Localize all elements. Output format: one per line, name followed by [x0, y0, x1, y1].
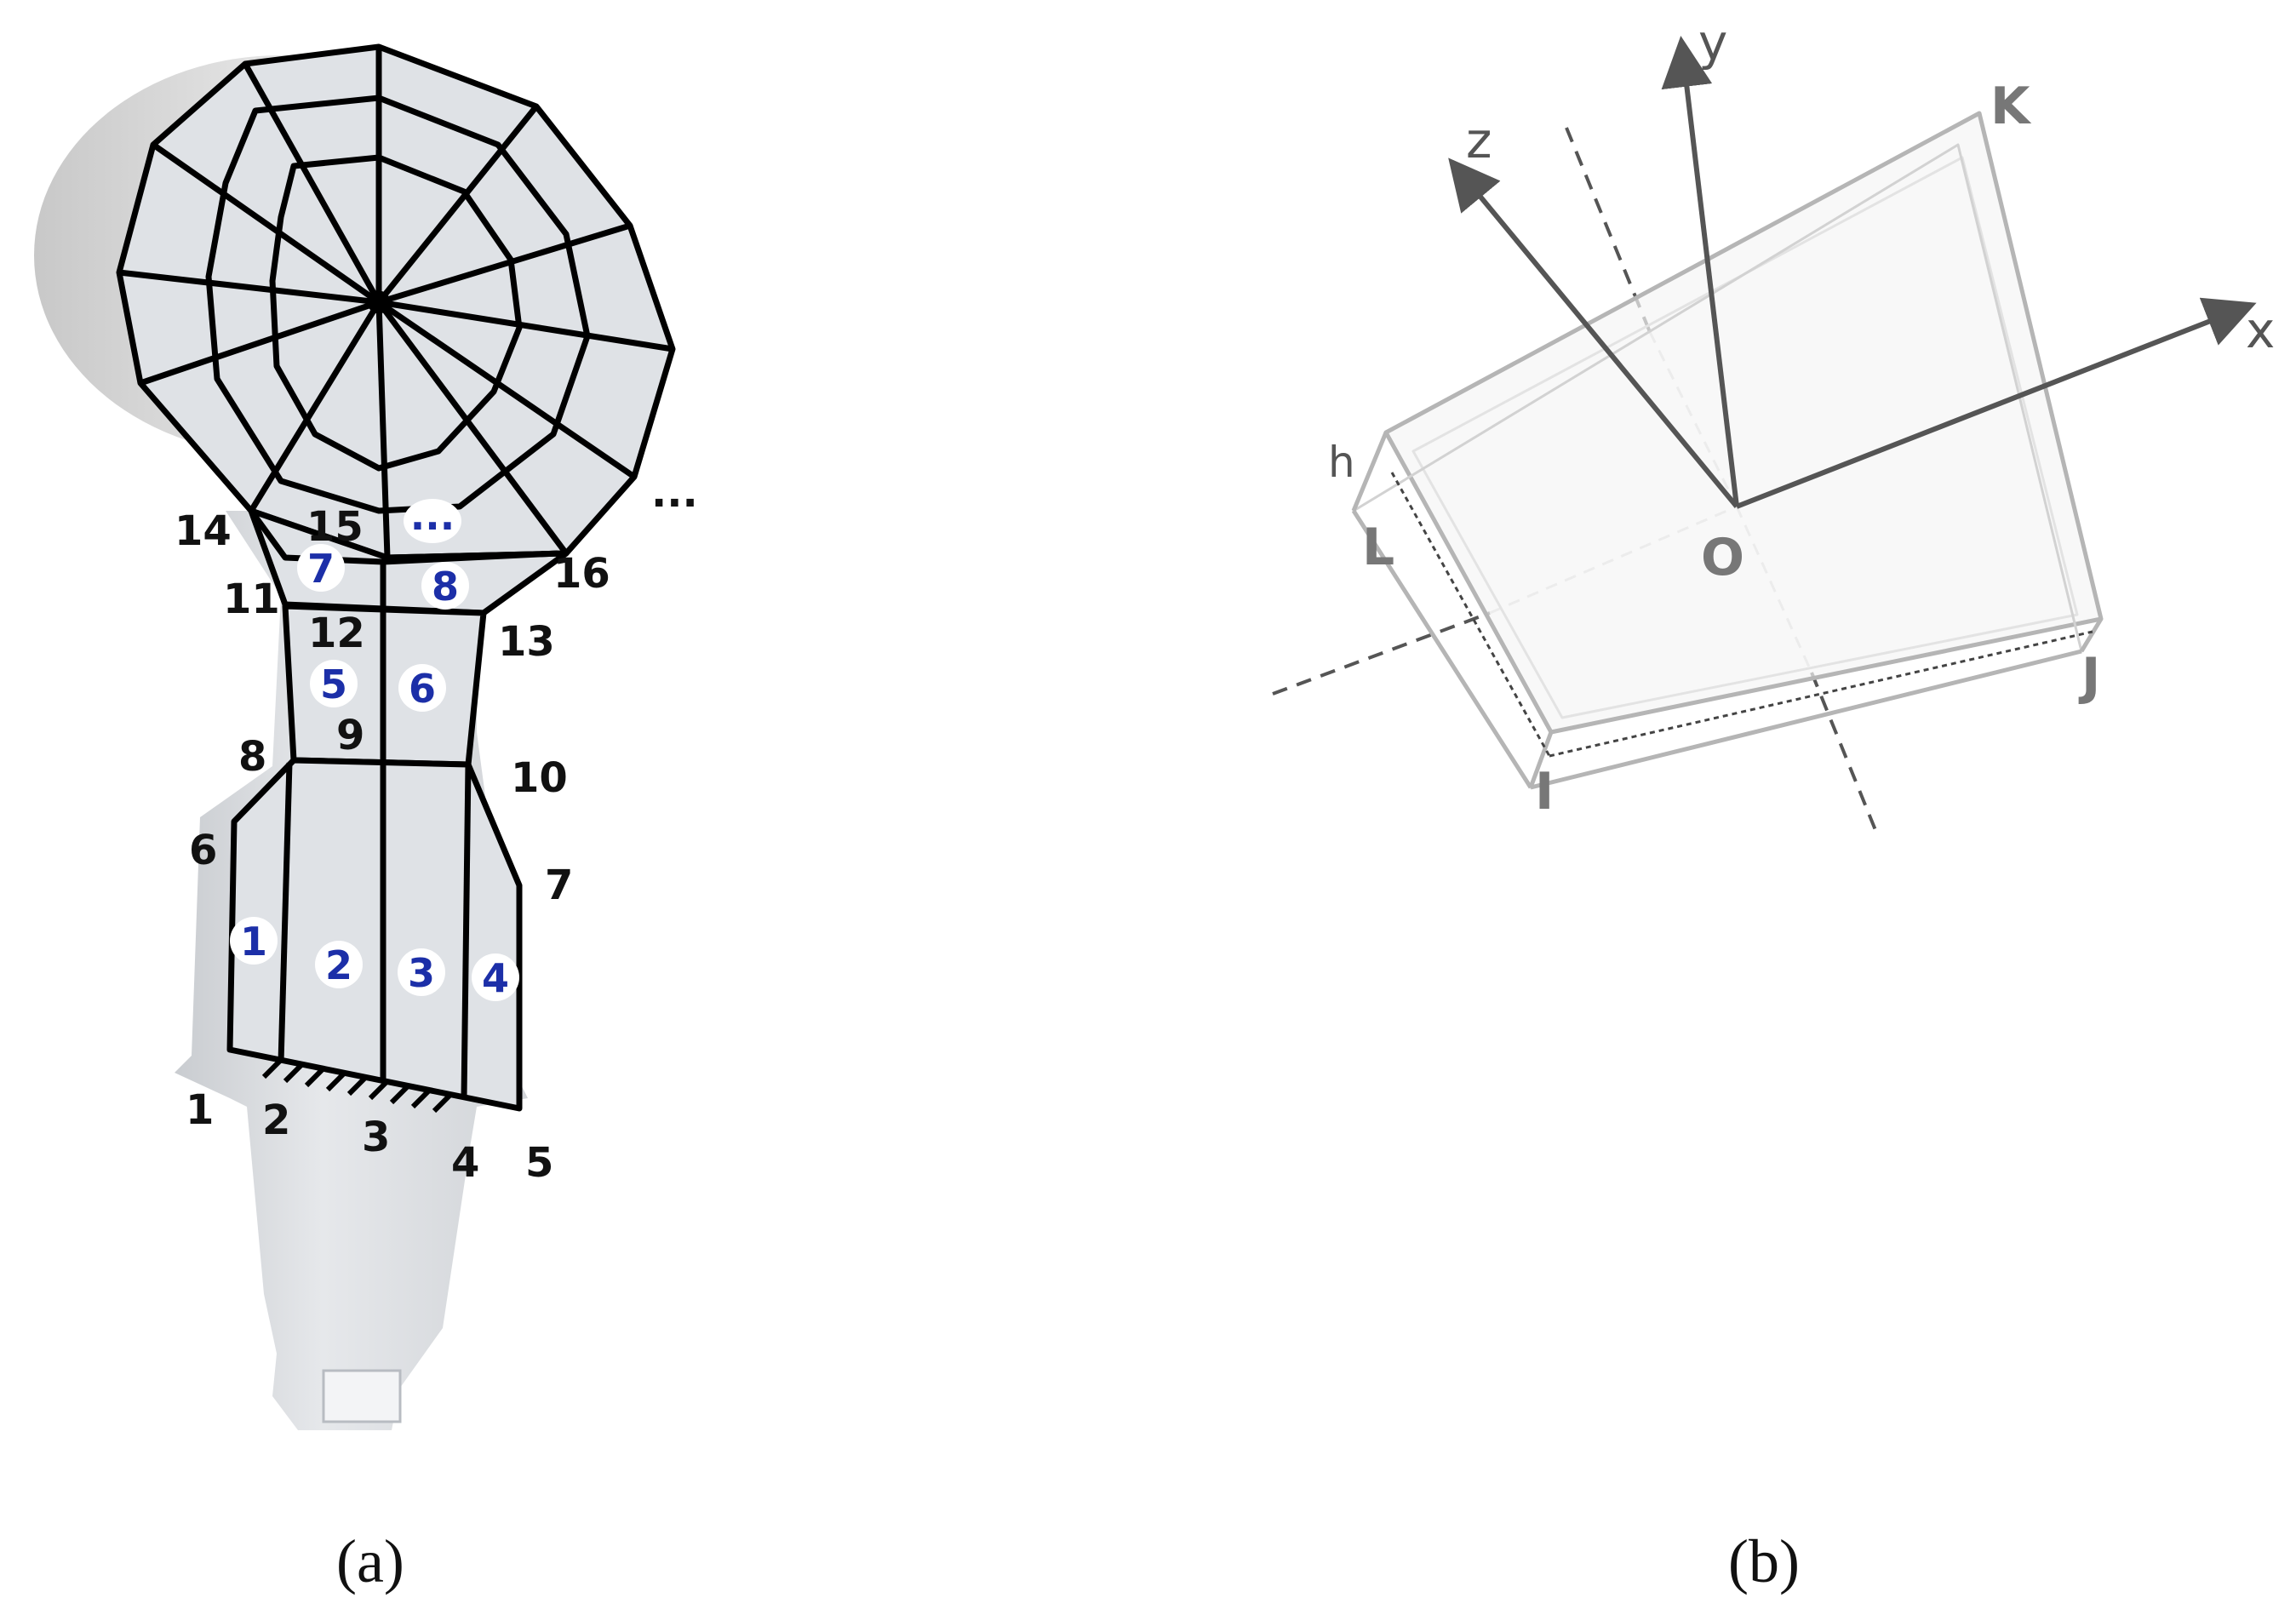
coordinate-axes — [1448, 36, 2257, 509]
panel-b-caption: (b) — [1728, 1527, 1800, 1595]
element-label-5: 5 — [310, 660, 358, 707]
panel-b-plate-coordinate-system: x y z O K L J I h (b) — [1272, 14, 2275, 1595]
element-labels: 1 2 3 4 5 6 7 — [230, 493, 519, 1001]
corner-label-i: I — [1535, 762, 1554, 822]
node-label-7: 7 — [545, 862, 573, 909]
z-axis-label: z — [1466, 112, 1492, 169]
y-axis-arrow — [1661, 36, 1739, 507]
plate-edges — [1351, 432, 2104, 790]
hub-mid-ring — [269, 154, 523, 472]
root-line-1 — [278, 762, 293, 1063]
hub-spokes — [118, 47, 673, 558]
corner-label-l: L — [1362, 518, 1394, 577]
root-line-3 — [461, 764, 472, 1099]
plate-inner-face — [1411, 156, 2079, 719]
plate-hidden-edge — [1390, 472, 1551, 757]
ellipsis-label: ... — [651, 469, 698, 517]
panel-a-turbine-blade-mesh: 1 2 3 4 5 6 7 8 9 10 11 12 13 14 15 16 .… — [34, 43, 698, 1595]
node-label-8: 8 — [238, 733, 266, 781]
svg-text:3: 3 — [408, 950, 435, 996]
node-label-4: 4 — [451, 1139, 479, 1187]
node-label-16: 16 — [553, 550, 610, 598]
node-label-9: 9 — [336, 712, 364, 759]
svg-text:...: ... — [410, 493, 455, 539]
element-label-2: 2 — [315, 941, 363, 988]
hub-center — [367, 290, 391, 314]
node-label-12: 12 — [308, 610, 365, 657]
node-label-3: 3 — [362, 1114, 390, 1161]
node-label-15: 15 — [306, 503, 364, 551]
svg-text:7: 7 — [307, 546, 335, 592]
node-labels: 1 2 3 4 5 6 7 8 9 10 11 12 13 14 15 16 .… — [175, 469, 698, 1187]
svg-text:8: 8 — [432, 564, 459, 610]
element-label-1: 1 — [230, 917, 278, 965]
plate — [1351, 111, 2104, 790]
node-label-2: 2 — [262, 1097, 290, 1144]
hub-mesh — [116, 43, 676, 561]
svg-text:2: 2 — [325, 942, 352, 988]
origin-label: O — [1701, 528, 1744, 587]
node-label-14: 14 — [175, 507, 232, 555]
element-label-3: 3 — [398, 948, 445, 996]
plate-top-face — [1383, 111, 2104, 735]
svg-text:1: 1 — [240, 919, 267, 965]
node-label-10: 10 — [511, 754, 568, 802]
element-label-4: 4 — [472, 953, 519, 1001]
node-label-13: 13 — [498, 618, 555, 666]
y-axis-label: y — [1698, 14, 1727, 72]
node-label-11: 11 — [223, 575, 280, 623]
element-label-7: 7 — [297, 544, 345, 592]
node-label-6: 6 — [189, 827, 217, 874]
element-label-6: 6 — [398, 664, 446, 712]
hub-inner-ring — [205, 94, 591, 514]
neck-mesh — [226, 507, 570, 1112]
thickness-label-h: h — [1328, 438, 1355, 487]
node-label-5: 5 — [525, 1139, 553, 1187]
z-axis-arrow — [1448, 157, 1739, 508]
node-label-1: 1 — [186, 1086, 214, 1134]
svg-text:5: 5 — [320, 661, 347, 707]
x-axis-label: x — [2246, 301, 2275, 359]
svg-text:4: 4 — [482, 955, 509, 1001]
svg-text:6: 6 — [409, 666, 436, 712]
element-label-ellipsis: ... — [404, 493, 461, 543]
x-axis-arrow — [1735, 297, 2257, 509]
fixed-support-hatching — [261, 1057, 454, 1114]
corner-label-k: K — [1990, 77, 2032, 136]
corner-label-j: J — [2078, 647, 2100, 707]
panel-a-caption: (a) — [336, 1527, 404, 1595]
element-label-8: 8 — [421, 562, 469, 610]
